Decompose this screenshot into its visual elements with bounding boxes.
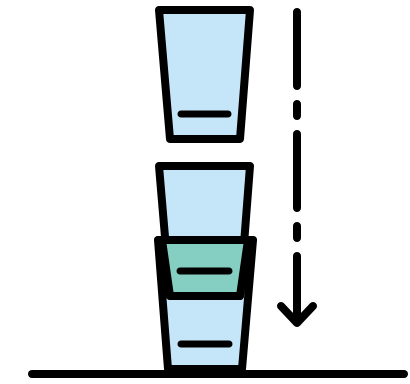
downward-dashed-arrow-icon [277,8,317,327]
cup-overlap-region [154,236,257,300]
falling-cup-icon [155,6,254,143]
